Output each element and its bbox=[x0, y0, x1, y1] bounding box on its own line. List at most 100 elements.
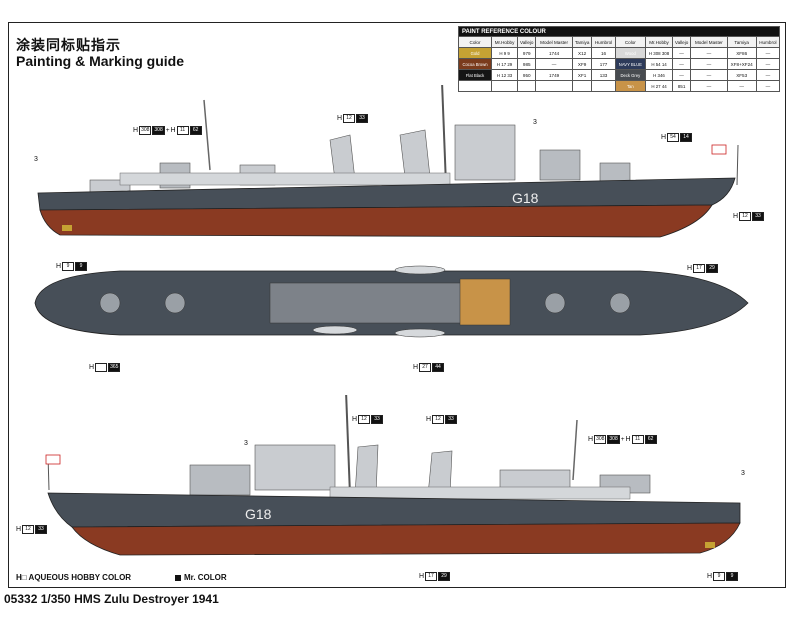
title-chinese: 涂装同标贴指示 bbox=[16, 38, 121, 54]
paint-cell: H 17 29 bbox=[491, 58, 519, 70]
paint-cell: 16 bbox=[591, 47, 616, 59]
col-vallejo-2: Vallejo bbox=[671, 36, 692, 48]
col-tamiya-2: Tamiya bbox=[726, 36, 757, 48]
col-humbrol: Humbrol bbox=[591, 36, 616, 48]
paint-cell: 177 bbox=[591, 58, 616, 70]
legend-aqueous: H□ AQUEOUS HOBBY COLOR bbox=[16, 573, 132, 582]
main-mast-bottom bbox=[345, 395, 351, 496]
paint-cell: NAVY BLUE bbox=[614, 58, 647, 70]
paint-cell: Wood bbox=[614, 47, 647, 59]
ensign-flag-icon bbox=[711, 144, 727, 155]
paint-cell: Cocoa Brown bbox=[457, 58, 493, 70]
paint-cell: 979 bbox=[517, 47, 537, 59]
col-humbrol-2: Humbrol bbox=[755, 36, 781, 48]
col-mrhobby-2: Mr.Hobby bbox=[645, 36, 673, 48]
paint-cell: XF86 bbox=[726, 47, 757, 59]
paint-cell: — bbox=[690, 58, 728, 70]
paint-cell: Flat Black bbox=[457, 69, 493, 81]
paint-cell: XF9 bbox=[571, 58, 593, 70]
paint-cell: H 308 308 bbox=[645, 47, 673, 59]
col-modelmaster-2: Model Master bbox=[690, 36, 728, 48]
paint-cell: 1749 bbox=[535, 69, 573, 81]
paint-table-title: PAINT REFERENCE COLOUR bbox=[458, 26, 780, 37]
paint-cell: H 346 bbox=[645, 69, 673, 81]
paint-cell: XF53 bbox=[726, 69, 757, 81]
bridge bbox=[454, 124, 516, 181]
col-modelmaster: Model Master bbox=[535, 36, 573, 48]
paint-cell: 1744 bbox=[535, 47, 573, 59]
paint-cell bbox=[517, 80, 537, 92]
col-color: Color bbox=[457, 36, 493, 48]
paint-cell: XF1 bbox=[571, 69, 593, 81]
title-english: Painting & Marking guide bbox=[16, 53, 185, 69]
fore-funnel bbox=[399, 129, 431, 178]
paint-cell: Gold bbox=[457, 47, 493, 59]
paint-cell: — bbox=[755, 69, 781, 81]
paint-cell bbox=[535, 80, 573, 92]
paint-reference-table: PAINT REFERENCE COLOUR Color Mr.Hobby Va… bbox=[457, 26, 781, 92]
paint-cell: Tan bbox=[614, 80, 647, 92]
paint-cell: Deck Grey bbox=[614, 69, 647, 81]
paint-cell: — bbox=[690, 69, 728, 81]
col-vallejo: Vallejo bbox=[517, 36, 537, 48]
ship-plan-view bbox=[34, 265, 749, 338]
paint-cell: 950 bbox=[517, 69, 537, 81]
paint-cell: H 9 9 bbox=[491, 47, 519, 59]
hull-number-bottom: G18 bbox=[245, 506, 272, 522]
tan-deck bbox=[459, 278, 511, 326]
paint-cell: — bbox=[671, 47, 692, 59]
paint-cell: — bbox=[671, 69, 692, 81]
ship-profile-top: G18 bbox=[37, 85, 739, 238]
propeller bbox=[62, 225, 72, 231]
aft-mast bbox=[203, 99, 211, 171]
paint-cell: XF8+XF24 bbox=[726, 58, 757, 70]
paint-cell: — bbox=[755, 58, 781, 70]
jack-staff bbox=[736, 144, 739, 186]
paint-cell: — bbox=[671, 58, 692, 70]
col-tamiya: Tamiya bbox=[571, 36, 593, 48]
paint-cell: — bbox=[755, 47, 781, 59]
paint-cell: — bbox=[726, 80, 757, 92]
paint-cell: — bbox=[690, 80, 728, 92]
main-mast bbox=[441, 85, 447, 186]
legend-mr-color: Mr. COLOR bbox=[175, 573, 227, 582]
callout-3-bottom-bridge: 3 bbox=[244, 440, 248, 447]
callout-3-top-bridge: 3 bbox=[533, 119, 537, 126]
paint-cell: — bbox=[535, 58, 573, 70]
paint-cell: — bbox=[755, 80, 781, 92]
hull-number-top: G18 bbox=[512, 190, 539, 206]
paint-cell: 985 bbox=[517, 58, 537, 70]
paint-cell: X12 bbox=[571, 47, 593, 59]
callout-3-bottom-right: 3 bbox=[741, 470, 745, 477]
paint-cell: 851 bbox=[671, 80, 692, 92]
ensign-flag-bottom-icon bbox=[45, 454, 61, 465]
paint-table-header-row: Color Mr.Hobby Vallejo Model Master Tami… bbox=[457, 36, 781, 48]
paint-cell: 133 bbox=[591, 69, 616, 81]
paint-cell: — bbox=[690, 47, 728, 59]
callout-3-top-left: 3 bbox=[34, 156, 38, 163]
footer-title: 05332 1/350 HMS Zulu Destroyer 1941 bbox=[4, 592, 219, 606]
solid-square-icon bbox=[175, 574, 181, 581]
col-color-2: Color bbox=[614, 36, 647, 48]
paint-cell: H 12 33 bbox=[491, 69, 519, 81]
hull-lower bbox=[39, 204, 713, 238]
